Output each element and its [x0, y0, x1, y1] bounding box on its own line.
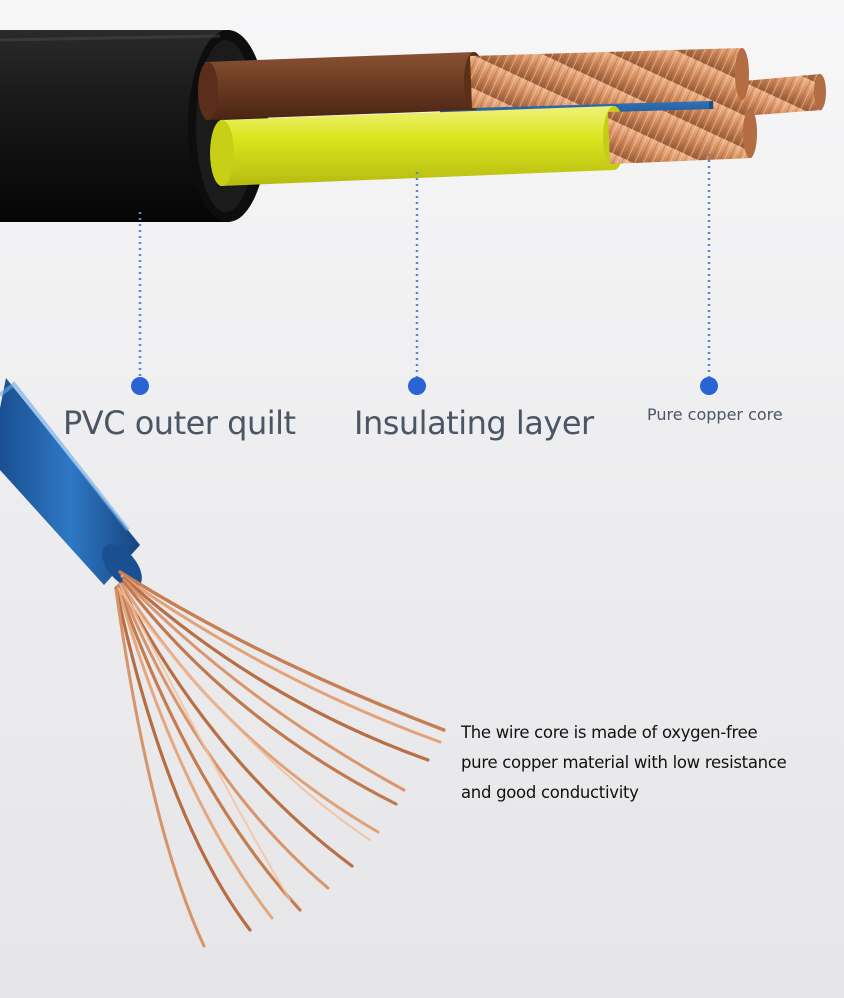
- copper-core-description: The wire core is made of oxygen-free pur…: [461, 723, 787, 802]
- copper-strands: [114, 570, 446, 948]
- label-insulating-layer: Insulating layer: [354, 404, 594, 442]
- label-pure-copper-core: Pure copper core: [647, 405, 783, 424]
- brown-wire: [198, 48, 749, 120]
- marker-dot-pvc: [131, 377, 149, 395]
- label-pvc-outer-quilt: PVC outer quilt: [63, 404, 296, 442]
- marker-dot-insulating: [408, 377, 426, 395]
- leader-copper-core: [700, 154, 718, 395]
- yellow-green-wire: [210, 106, 757, 186]
- leader-insulating: [408, 172, 426, 395]
- blue-single-core-wire: [0, 378, 142, 588]
- leader-pvc: [131, 212, 149, 395]
- marker-dot-copper-core: [700, 377, 718, 395]
